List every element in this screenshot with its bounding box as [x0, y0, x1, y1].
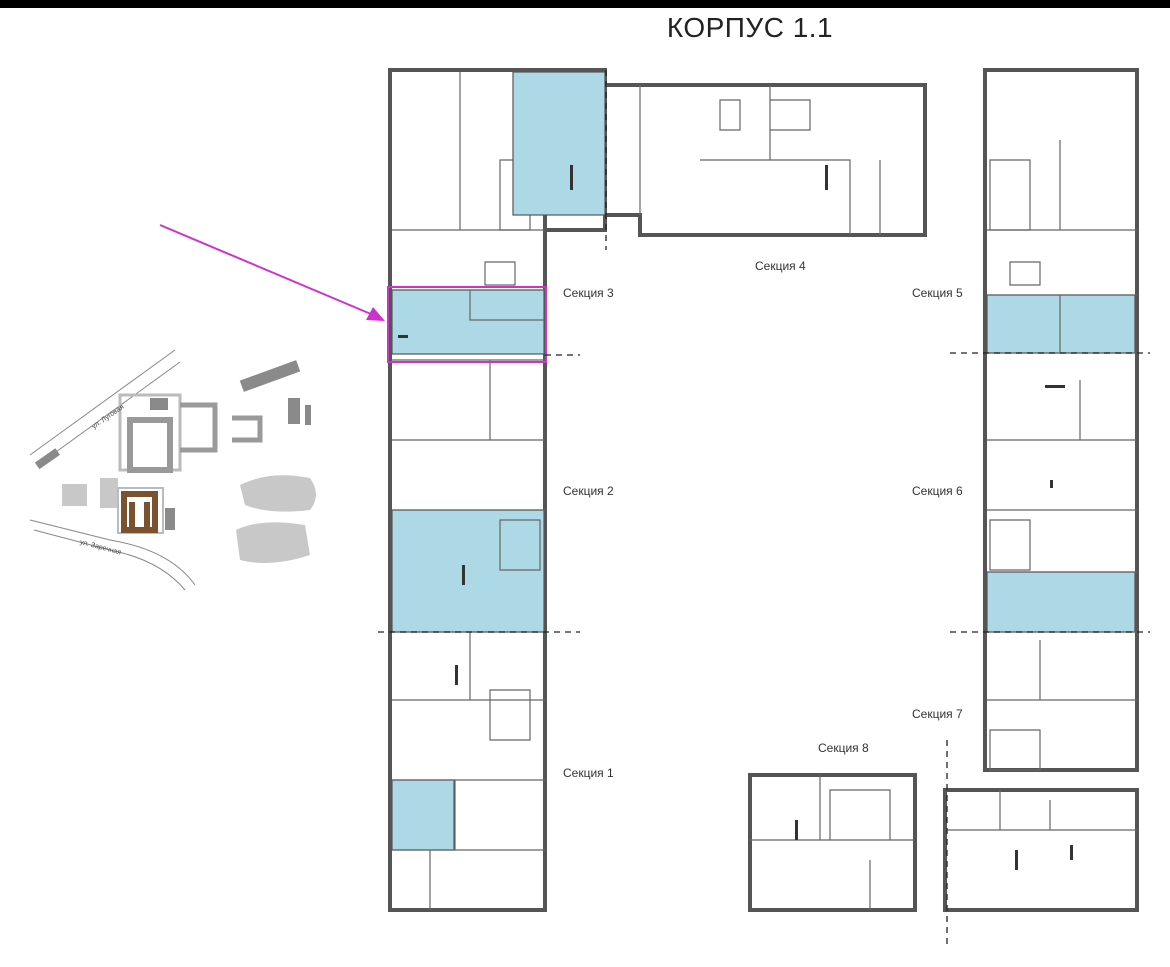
page-title: КОРПУС 1.1: [666, 12, 834, 43]
bottom-wing: [748, 773, 1139, 912]
section-dividers: [378, 70, 1150, 945]
unit-section-2: [391, 509, 545, 633]
site-minimap: ул. Луговая ул. Заречная: [29, 349, 316, 591]
section-label-5: Секция 5: [912, 286, 963, 300]
unit-section-1: [391, 779, 455, 851]
pointer-arrow: [159, 224, 385, 321]
section-label-7: Секция 7: [912, 707, 963, 721]
unit-section-3: [391, 289, 545, 355]
section-label-6: Секция 6: [912, 484, 963, 498]
top-wing: [415, 68, 927, 237]
top-bar: [0, 0, 1170, 8]
unit-section-5: [986, 294, 1136, 354]
section-label-3: Секция 3: [563, 286, 614, 300]
section-label-1: Секция 1: [563, 766, 614, 780]
section-label-2: Секция 2: [563, 484, 614, 498]
unit-section-6: [986, 571, 1136, 633]
section-label-4: Секция 4: [755, 259, 806, 273]
section-label-8: Секция 8: [818, 741, 869, 755]
right-wing: [983, 68, 1139, 772]
highlighted-unit-frame[interactable]: [387, 286, 547, 363]
street-label-b: ул. Заречная: [79, 539, 122, 557]
unit-section-3-top: [512, 71, 606, 216]
